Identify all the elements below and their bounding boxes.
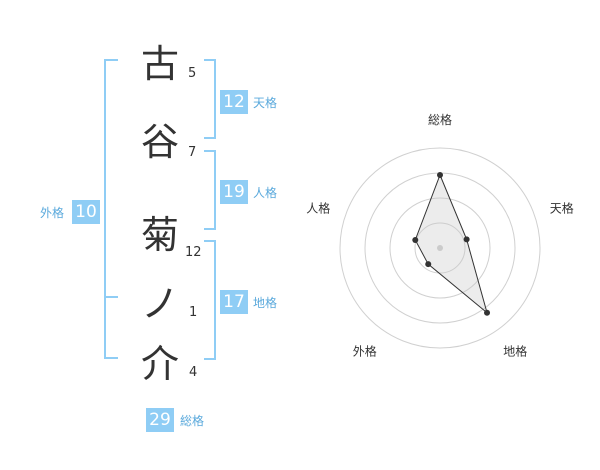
jinkaku-label: 人格 [253,186,278,200]
gaikaku-label: 外格 [40,206,65,220]
stroke-count-4: 1 [189,305,198,320]
radar-ring [414,222,466,274]
soukaku-label: 総格 [180,414,205,428]
name-char-3: 菊 [140,213,179,257]
radar-point [437,172,443,178]
name-char-4: ノ [140,282,179,326]
radar-axis-label: 外格 [353,344,377,359]
chikaku-value-badge: 17 [220,290,248,314]
name-char-1: 古 [140,42,179,86]
gaikaku-value-badge: 10 [72,200,100,224]
radar-point [463,236,470,243]
gaikaku-bracket [104,59,118,359]
radar-point [425,261,432,268]
jinkaku-value-badge: 19 [220,180,248,204]
tenkaku-label: 天格 [253,96,278,110]
stroke-count-1: 5 [188,66,197,81]
jinkaku-bracket [204,150,216,230]
gaikaku-bracket-divider [104,296,118,298]
radar-axis-label: 人格 [306,200,330,215]
name-char-2: 谷 [140,120,179,164]
radar-series-polygon [414,173,488,315]
stroke-count-5: 4 [189,365,198,380]
tenkaku-value-badge: 12 [220,90,248,114]
radar-ring [389,197,491,299]
stroke-count-3: 12 [185,245,202,260]
radar-ring [339,147,541,349]
tenkaku-bracket [204,59,216,139]
radar-axis-label: 総格 [428,112,452,127]
name-char-5: 介 [140,342,179,386]
radar-center-dot [437,245,443,251]
chikaku-bracket [204,240,216,360]
radar-axis-label: 天格 [550,200,574,215]
radar-axis-label: 地格 [503,344,527,359]
chikaku-label: 地格 [253,296,278,310]
radar-point [484,309,491,316]
soukaku-value-badge: 29 [146,408,174,432]
stroke-count-2: 7 [188,145,197,160]
radar-point [412,236,419,243]
